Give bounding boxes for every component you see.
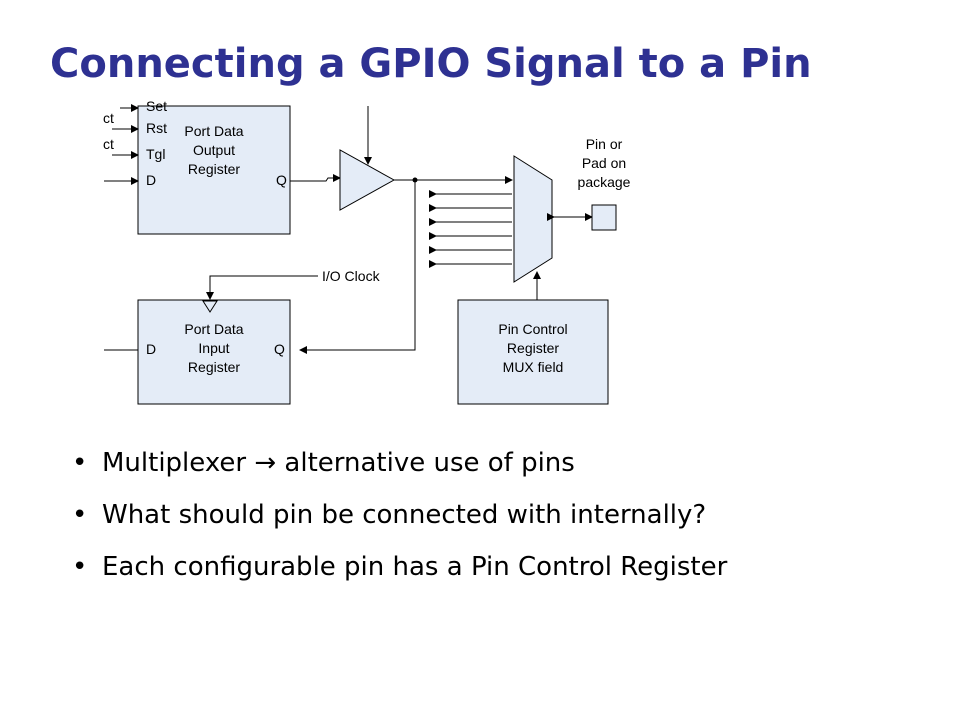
io-clock-wire [206, 275, 318, 300]
output-register-q-label: Q [276, 172, 287, 188]
bullet-item: • Multiplexer → alternative use of pins [72, 446, 932, 480]
clock-input-triangle [202, 300, 218, 313]
pin-control-line-2: Register [507, 340, 559, 356]
multiplexer [513, 155, 553, 283]
input-register-name-line-1: Port Data [184, 321, 243, 337]
output-register-name-line-2: Output [193, 142, 235, 158]
output-register-d-label: D [146, 172, 156, 188]
output-register-rst-label: Rst [146, 120, 167, 136]
io-clock-label: I/O Clock [322, 268, 381, 284]
pin-label-line-2: Pad on [582, 155, 626, 171]
output-register-tgl-label: Tgl [146, 146, 165, 162]
pin-control-line-1: Pin Control [498, 321, 567, 337]
input-register-d-label: D [146, 341, 156, 357]
bullet-list: • Multiplexer → alternative use of pins … [72, 446, 932, 602]
output-register-box [137, 105, 291, 235]
output-q-to-buffer-wire [290, 174, 341, 182]
cut-off-signal-label-2: ct [103, 136, 114, 152]
gpio-pin-diagram: Set Rst Tgl D Q Port Data Output Registe… [103, 100, 631, 405]
bullet-marker: • [72, 500, 88, 530]
bullet-text: What should pin be connected with intern… [102, 500, 707, 530]
pin-pad [591, 204, 617, 231]
feedback-wire [299, 180, 416, 354]
bullet-item: • Each configurable pin has a Pin Contro… [72, 550, 932, 584]
output-register-name-line-1: Port Data [184, 123, 243, 139]
pin-control-line-3: MUX field [503, 359, 564, 375]
input-register-box [137, 299, 291, 405]
bullet-text: Each configurable pin has a Pin Control … [102, 552, 728, 582]
bullet-marker: • [72, 552, 88, 582]
bullet-item: • What should pin be connected with inte… [72, 498, 932, 532]
input-register-q-label: Q [274, 341, 285, 357]
pin-label-line-3: package [578, 174, 631, 190]
cut-off-signal-label-1: ct [103, 110, 114, 126]
output-register-set-label: Set [146, 100, 167, 114]
output-buffer-triangle [339, 149, 396, 211]
slide-title: Connecting a GPIO Signal to a Pin [50, 41, 812, 87]
input-register-name-line-3: Register [188, 359, 240, 375]
input-register-name-line-2: Input [198, 340, 229, 356]
bullet-text: Multiplexer → alternative use of pins [102, 448, 575, 478]
output-register-name-line-3: Register [188, 161, 240, 177]
pin-label-line-1: Pin or [586, 136, 623, 152]
pin-control-register-box [457, 299, 609, 405]
bullet-marker: • [72, 448, 88, 478]
